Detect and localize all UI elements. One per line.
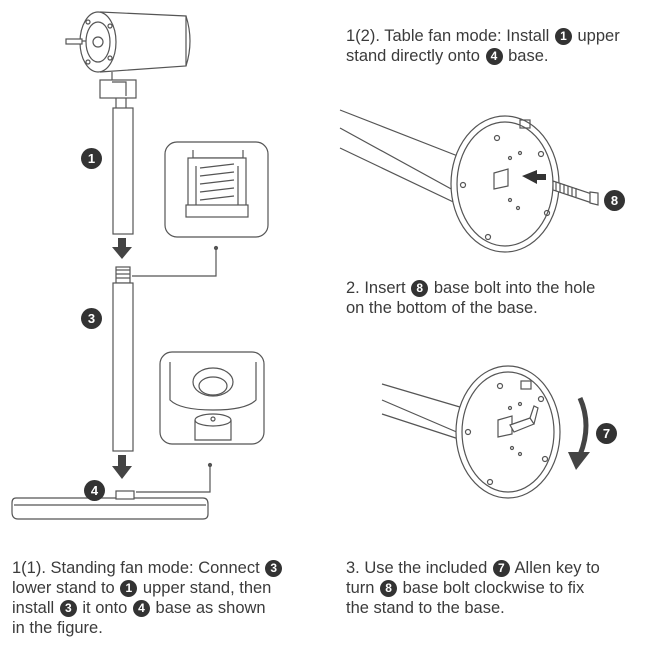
- caption-text: 1(2). Table fan mode: Install: [346, 27, 550, 45]
- lower-stand-tube: [112, 266, 134, 452]
- marker-lower-stand: 3: [81, 308, 102, 329]
- caption-table-fan-mode: 1(2). Table fan mode: Install 1 upper st…: [346, 26, 664, 66]
- socket-detail: [159, 351, 265, 445]
- base-bolt: [522, 170, 599, 206]
- caption-text: 2. Insert: [346, 279, 406, 297]
- caption-text: Allen key to: [514, 559, 600, 577]
- caption-text: install: [12, 599, 55, 617]
- caption-text: on the bottom of the base.: [346, 299, 538, 317]
- step-badge: 4: [485, 48, 503, 65]
- caption-text: the stand to the base.: [346, 599, 505, 617]
- caption-text: 3. Use the included: [346, 559, 488, 577]
- caption-text: base as shown: [155, 599, 266, 617]
- upper-stand-tube: [112, 107, 134, 235]
- marker-base: 4: [84, 480, 105, 501]
- caption-text: it onto: [82, 599, 128, 617]
- caption-text: in the figure.: [12, 619, 103, 637]
- step-badge: 1: [554, 28, 572, 45]
- caption-text: turn: [346, 579, 375, 597]
- arrow-down-upper: [112, 238, 132, 259]
- fan-head: [65, 11, 191, 111]
- marker-allen-key: 7: [596, 423, 617, 444]
- base-bottom-view-1: [339, 109, 560, 253]
- caption-insert-bolt: 2. Insert 8 base bolt into the hole on t…: [346, 278, 664, 318]
- step-badge: 4: [132, 600, 150, 617]
- step-badge: 8: [411, 280, 429, 297]
- arrow-down-lower: [112, 455, 132, 479]
- marker-upper-stand: 1: [81, 148, 102, 169]
- fan-base: [11, 490, 209, 520]
- caption-text: base.: [508, 47, 549, 65]
- caption-text: lower stand to: [12, 579, 115, 597]
- caption-allen-key: 3. Use the included 7 Allen key to turn …: [346, 558, 664, 618]
- step-badge: 1: [120, 580, 138, 597]
- caption-standing-fan-mode: 1(1). Standing fan mode: Connect 3 lower…: [12, 558, 332, 638]
- step-badge: 8: [380, 580, 398, 597]
- caption-text: upper: [577, 27, 620, 45]
- caption-text: 1(1). Standing fan mode: Connect: [12, 559, 260, 577]
- caption-text: base bolt into the hole: [433, 279, 596, 297]
- allen-key: [509, 405, 539, 433]
- base-bottom-view-2: [381, 365, 561, 499]
- step-badge: 7: [492, 560, 510, 577]
- caption-text: stand directly onto: [346, 47, 480, 65]
- rotation-arrow: [568, 396, 590, 470]
- caption-text: upper stand, then: [142, 579, 272, 597]
- thread-detail: [164, 141, 269, 238]
- caption-text: base bolt clockwise to fix: [402, 579, 585, 597]
- step-badge: 3: [59, 600, 77, 617]
- marker-base-bolt: 8: [604, 190, 625, 211]
- step-badge: 3: [265, 560, 283, 577]
